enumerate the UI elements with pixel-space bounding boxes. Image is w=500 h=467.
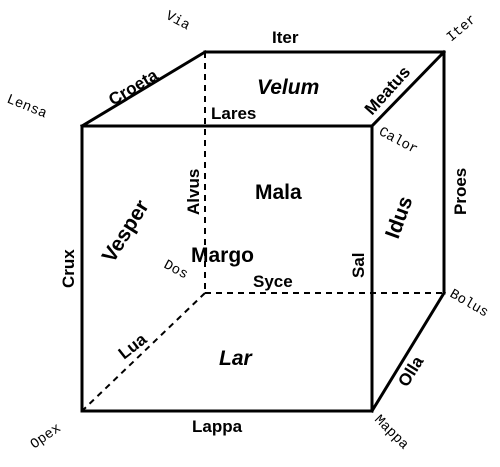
vertex-label-back-top-right: Iter [444,12,480,46]
vertex-label-front-top-left: Lensa [4,92,49,123]
vertex-label-back-bottom-right: Bolus [447,286,491,321]
edge-top-left-line [79,49,208,129]
edge-label-top-left: Croeta [105,65,161,109]
vertex-label-front-bottom-right: Mappa [370,412,411,453]
edge-label-bottom-back: Syce [253,272,293,291]
edge-label-bottom-front: Lappa [192,417,243,436]
vertex-label-front-bottom-left: Opex [28,421,65,453]
face-label-bottom: Lar [219,347,254,370]
vertex-label-back-bottom-left: Dos [161,257,191,283]
vertex-label-back-top-left: Via [163,8,193,34]
edge-top-right-line [369,49,447,129]
vertex-label-front-top-right: Calor [376,124,421,158]
edge-label-front-right-vertical: Sal [349,252,368,278]
face-label-right: Idus [381,193,417,241]
edge-label-front-left-vertical: Crux [59,249,78,288]
edge-label-top-front: Lares [211,104,256,123]
edge-bottom-left-line [81,292,206,412]
edge-bottom-right-line [369,290,447,414]
face-label-back: Mala [255,181,302,204]
front-face-outline [80,124,374,413]
face-label-left: Vesper [98,196,154,267]
edge-label-bottom-left: Lua [115,329,151,363]
edge-label-back-right-vertical: Proes [451,168,470,215]
edge-label-bottom-right: Olla [394,352,427,390]
face-label-front: Margo [191,244,254,267]
face-label-top: Velum [257,76,319,99]
edge-label-back-left-vertical: Alvus [184,169,203,215]
edge-label-top-back: Iter [272,28,299,47]
